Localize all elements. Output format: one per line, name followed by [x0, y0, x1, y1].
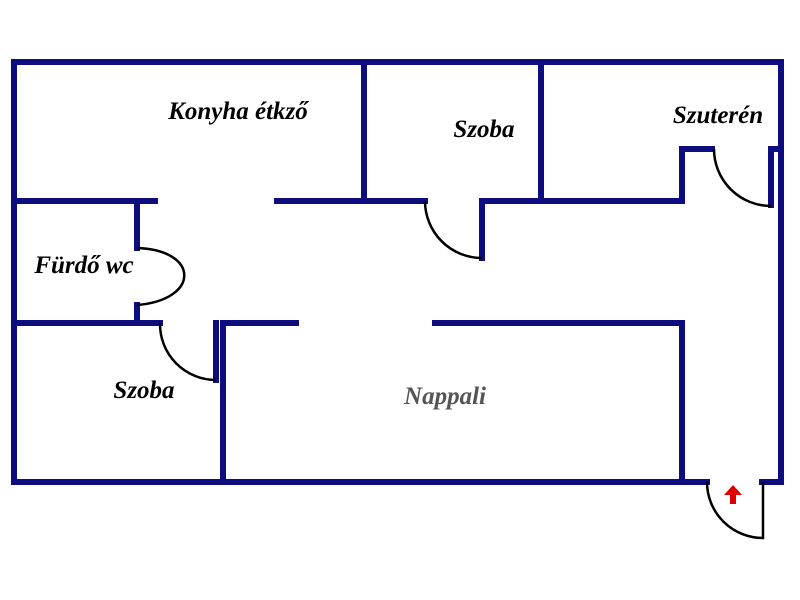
door-bathroom	[136, 246, 186, 307]
label-room-bottom: Szoba	[113, 377, 174, 404]
wall-h-lower-2	[220, 320, 299, 485]
label-room-top: Szoba	[453, 116, 514, 143]
arrow-up-icon	[724, 485, 742, 504]
door-entrance	[705, 481, 765, 540]
door-room-bottom	[158, 322, 217, 382]
doors	[136, 148, 772, 540]
door-room-top	[423, 200, 483, 260]
wall-h-lower-3	[432, 320, 685, 485]
label-living: Nappali	[403, 383, 486, 410]
label-basement: Szuterén	[673, 102, 763, 129]
label-kitchen: Konyha étkző	[167, 98, 309, 125]
label-bathroom: Fürdő wc	[33, 252, 133, 279]
wall-basement-jamb	[768, 146, 784, 208]
door-basement	[712, 148, 772, 208]
wall-h-upper-3	[479, 146, 715, 261]
walls	[11, 59, 784, 485]
